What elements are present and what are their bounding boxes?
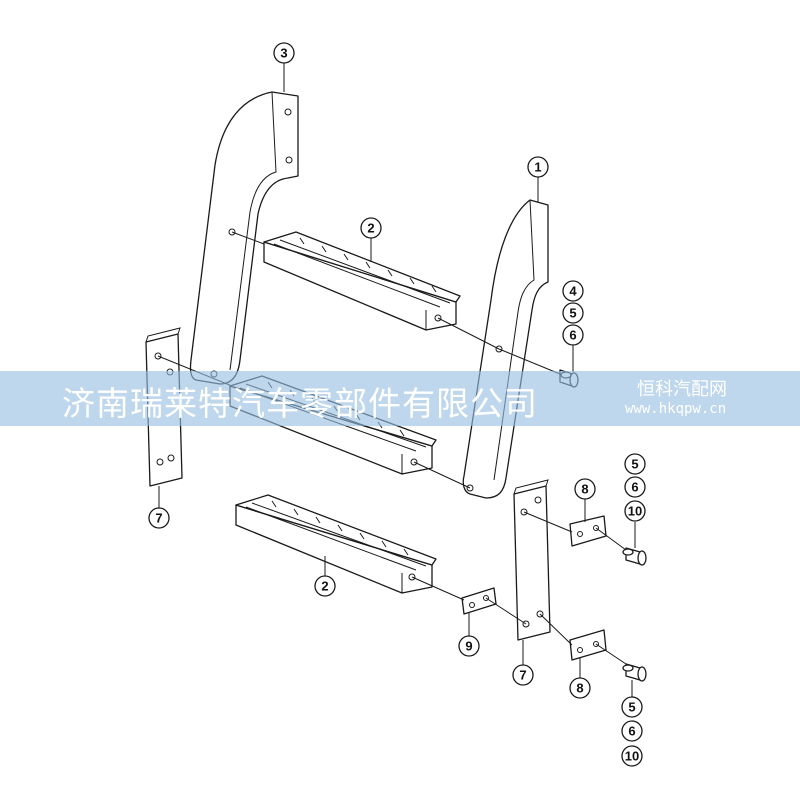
callout-label: 6 — [628, 724, 635, 739]
step-tread-upper — [263, 231, 461, 331]
callout-label: 8 — [581, 482, 588, 497]
callout-5-lower: 5 — [621, 696, 643, 718]
watermark-band: 济南瑞莱特汽车零部件有限公司 恒科汽配网 www.hkqpw.cn — [0, 371, 800, 426]
callout-2-lower: 2 — [314, 575, 336, 597]
callout-5-upper: 5 — [562, 302, 584, 324]
callout-3: 3 — [273, 42, 295, 64]
mounting-plate-right — [513, 479, 551, 641]
callout-5-middle: 5 — [624, 453, 646, 475]
callout-label: 2 — [321, 579, 328, 594]
callout-label: 6 — [569, 328, 576, 343]
callout-label: 1 — [534, 160, 541, 175]
callout-label: 10 — [625, 749, 639, 764]
callout-7-right: 7 — [512, 664, 534, 686]
callout-2-upper: 2 — [360, 217, 382, 239]
callout-label: 5 — [628, 700, 635, 715]
callout-label: 7 — [155, 511, 162, 526]
callout-8-lower: 8 — [569, 677, 591, 699]
callout-label: 8 — [576, 681, 583, 696]
callout-label: 4 — [569, 284, 577, 299]
step-tread-lower — [235, 494, 437, 594]
callout-label: 9 — [465, 639, 472, 654]
bolt-lower — [622, 663, 647, 682]
callout-10-middle: 10 — [624, 500, 646, 522]
callout-label: 6 — [631, 480, 638, 495]
callout-6-middle: 6 — [624, 476, 646, 498]
watermark-url: www.hkqpw.cn — [625, 401, 727, 417]
callout-8-upper: 8 — [574, 478, 596, 500]
watermark-company-name: 济南瑞莱特汽车零部件有限公司 — [62, 384, 538, 423]
callout-label: 5 — [631, 457, 638, 472]
callout-7-left: 7 — [148, 507, 170, 529]
spacer-plate-lower — [569, 629, 607, 661]
watermark-brand: 恒科汽配网 — [637, 379, 727, 400]
bolt-middle — [622, 547, 647, 566]
callout-9: 9 — [458, 635, 480, 657]
callout-6-lower: 6 — [621, 720, 643, 742]
callout-4: 4 — [562, 280, 584, 302]
leader-lines — [158, 63, 636, 697]
callout-1: 1 — [527, 156, 549, 178]
callout-10-lower: 10 — [621, 745, 643, 767]
callout-label: 7 — [519, 668, 526, 683]
right-side-rail — [462, 199, 549, 499]
callout-6-upper: 6 — [562, 324, 584, 346]
callout-label: 2 — [367, 221, 374, 236]
callout-label: 5 — [569, 306, 576, 321]
callout-label: 3 — [280, 46, 287, 61]
callout-label: 10 — [628, 504, 642, 519]
spacer-plate-upper — [569, 515, 607, 547]
